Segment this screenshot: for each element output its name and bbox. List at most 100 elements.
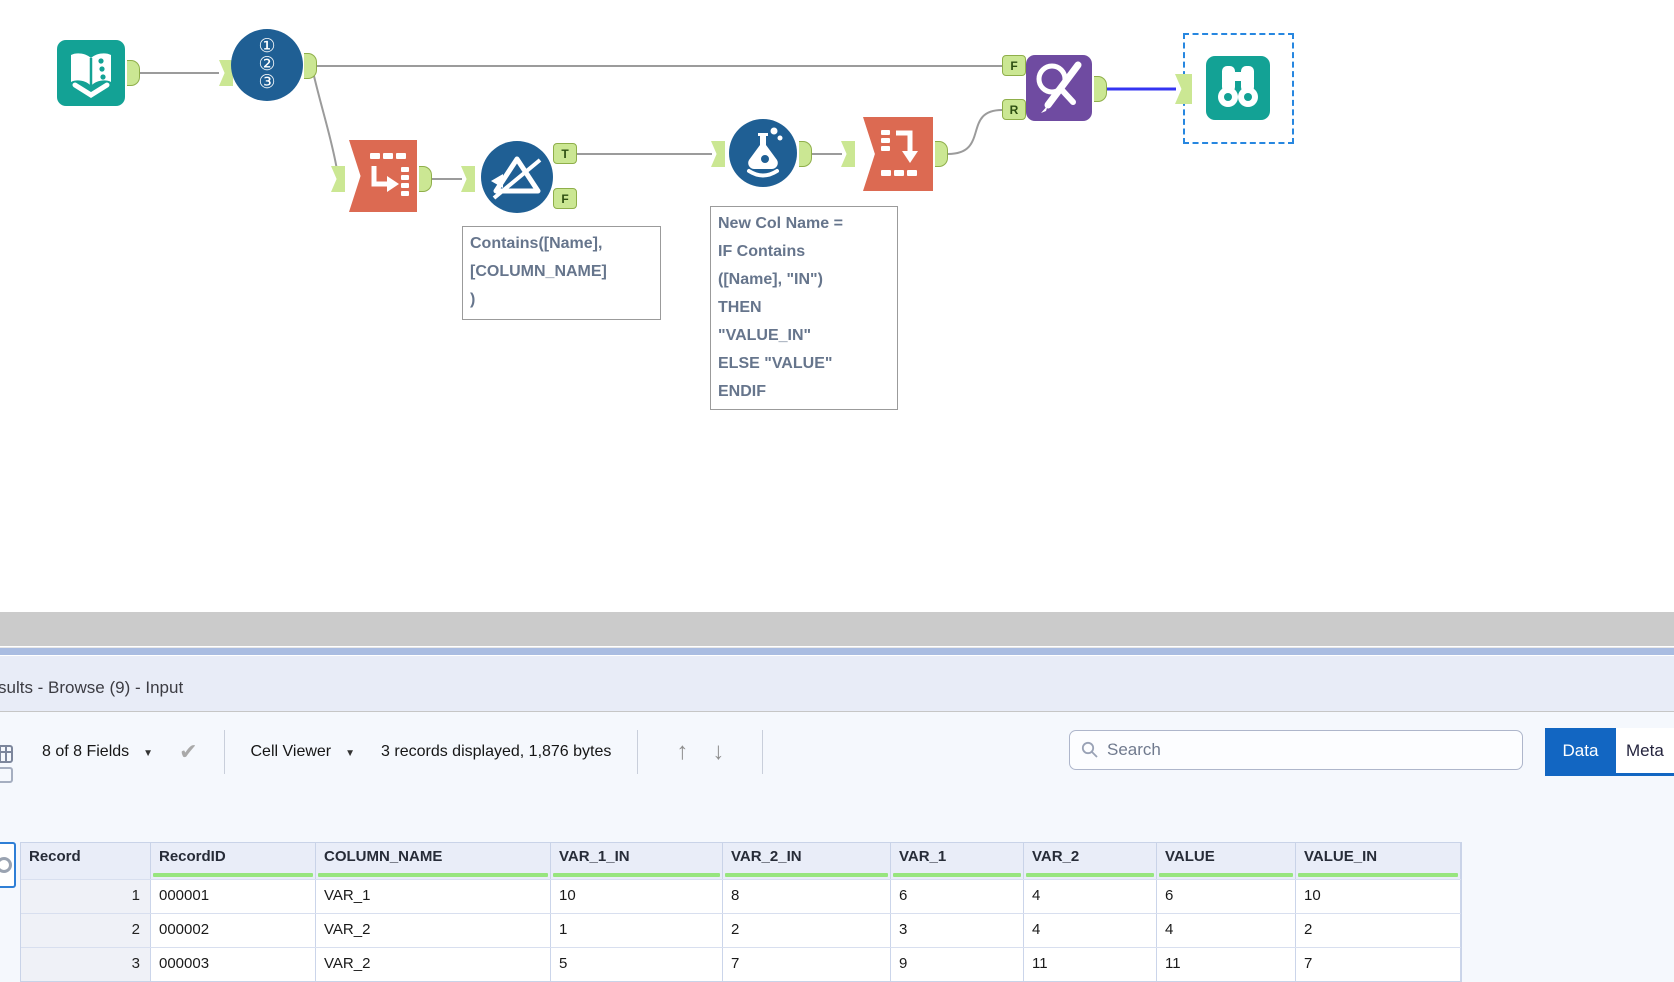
anchor-t-label: T xyxy=(561,146,569,161)
recordid-output-anchor[interactable] xyxy=(304,53,317,79)
results-tabs: Data Meta xyxy=(1545,728,1674,776)
results-view-selected-icon[interactable] xyxy=(0,842,16,888)
column-header-var_1[interactable]: VAR_1 xyxy=(891,843,1024,879)
data-cell[interactable]: 3 xyxy=(891,914,1024,947)
filter-input-anchor[interactable] xyxy=(461,166,475,192)
tab-metadata[interactable]: Meta xyxy=(1616,728,1674,773)
open-book-icon xyxy=(71,53,111,98)
row-number-cell[interactable]: 2 xyxy=(21,914,151,947)
data-cell[interactable]: 000001 xyxy=(151,880,316,913)
search-box[interactable] xyxy=(1069,730,1523,770)
tab-data[interactable]: Data xyxy=(1545,728,1616,773)
arrow-down-icon[interactable]: ↓ xyxy=(712,738,725,765)
fields-dropdown[interactable]: 8 of 8 Fields xyxy=(42,743,130,760)
record-id-tool[interactable]: ① ② ③ xyxy=(231,29,303,101)
toolbar-separator xyxy=(762,730,764,774)
data-cell[interactable]: 2 xyxy=(723,914,891,947)
filter-true-anchor[interactable]: T xyxy=(553,143,577,164)
toolbar-separator xyxy=(223,730,225,774)
data-cell[interactable]: 4 xyxy=(1024,880,1157,913)
column-header-var_2_in[interactable]: VAR_2_IN xyxy=(723,843,891,879)
formula-input-anchor[interactable] xyxy=(711,141,725,167)
data-cell[interactable]: 4 xyxy=(1024,914,1157,947)
cell-viewer-caret-icon[interactable]: ▼ xyxy=(345,747,356,759)
arrow-up-icon[interactable]: ↑ xyxy=(676,738,689,765)
data-cell[interactable]: 7 xyxy=(723,948,891,981)
data-cell[interactable]: 11 xyxy=(1157,948,1296,981)
toolbar-separator xyxy=(637,730,639,774)
data-cell[interactable]: 6 xyxy=(1157,880,1296,913)
column-header-column_name[interactable]: COLUMN_NAME xyxy=(316,843,551,879)
data-cell[interactable]: 5 xyxy=(551,948,723,981)
anchor-find-label: F xyxy=(1010,58,1018,73)
column-header-recordid[interactable]: RecordID xyxy=(151,843,316,879)
data-cell[interactable]: VAR_2 xyxy=(316,948,551,981)
data-cell[interactable]: 2 xyxy=(1296,914,1461,947)
filter-funnel-icon xyxy=(491,156,542,200)
data-cell[interactable]: 1 xyxy=(551,914,723,947)
results-left-toolbar-icon[interactable] xyxy=(0,744,14,789)
workflow-canvas[interactable]: ① ② ③ T F xyxy=(0,0,1674,612)
transpose-input-anchor[interactable] xyxy=(331,166,345,192)
column-header-var_2[interactable]: VAR_2 xyxy=(1024,843,1157,879)
data-cell[interactable]: 7 xyxy=(1296,948,1461,981)
recordid-input-anchor[interactable] xyxy=(219,60,233,86)
column-header-value_in[interactable]: VALUE_IN xyxy=(1296,843,1461,879)
data-cell[interactable]: 11 xyxy=(1024,948,1157,981)
data-cell[interactable]: 000002 xyxy=(151,914,316,947)
anchor-f-label: F xyxy=(561,191,569,206)
search-icon xyxy=(1081,741,1098,758)
records-info: 3 records displayed, 1,876 bytes xyxy=(381,743,612,760)
data-cell[interactable]: 4 xyxy=(1157,914,1296,947)
input-data-tool[interactable] xyxy=(57,40,125,106)
column-header-record[interactable]: Record xyxy=(21,843,151,879)
wire-crosstab-to-findreplace-r[interactable] xyxy=(947,109,1003,155)
crosstab-input-anchor[interactable] xyxy=(841,141,855,167)
results-title-strip: sults - Browse (9) - Input xyxy=(0,656,1674,712)
browse-tool[interactable] xyxy=(1206,56,1270,120)
data-cell[interactable]: 9 xyxy=(891,948,1024,981)
data-cell[interactable]: 8 xyxy=(723,880,891,913)
findreplace-find-anchor[interactable]: F xyxy=(1002,55,1026,76)
findreplace-output-anchor[interactable] xyxy=(1094,76,1107,102)
data-cell[interactable]: 10 xyxy=(551,880,723,913)
filter-tool[interactable] xyxy=(481,141,553,213)
crosstab-output-anchor[interactable] xyxy=(935,141,948,167)
results-title: sults - Browse (9) - Input xyxy=(0,678,184,697)
browse-input-anchor[interactable] xyxy=(1175,74,1192,104)
findreplace-replace-anchor[interactable]: R xyxy=(1002,99,1026,120)
binoculars-icon xyxy=(1218,66,1258,107)
transpose-icon xyxy=(370,153,409,196)
panel-splitter[interactable] xyxy=(0,612,1674,646)
fields-caret-icon[interactable]: ▼ xyxy=(143,747,154,759)
row-number-cell[interactable]: 3 xyxy=(21,948,151,981)
input-data-output-anchor[interactable] xyxy=(127,60,140,86)
apply-check-icon[interactable]: ✔ xyxy=(179,739,198,764)
data-cell[interactable]: 000003 xyxy=(151,948,316,981)
filter-false-anchor[interactable]: F xyxy=(553,188,577,209)
filter-annotation[interactable]: Contains([Name], [COLUMN_NAME] ) xyxy=(462,226,661,320)
formula-output-anchor[interactable] xyxy=(799,141,812,167)
record-id-123-icon: ① ② ③ xyxy=(258,36,276,93)
data-cell[interactable]: VAR_1 xyxy=(316,880,551,913)
row-number-cell[interactable]: 1 xyxy=(21,880,151,913)
column-header-var_1_in[interactable]: VAR_1_IN xyxy=(551,843,723,879)
data-cell[interactable]: VAR_2 xyxy=(316,914,551,947)
find-replace-tool[interactable] xyxy=(1026,55,1092,121)
data-cell[interactable]: 6 xyxy=(891,880,1024,913)
cell-viewer-dropdown[interactable]: Cell Viewer xyxy=(250,743,332,760)
circle-icon xyxy=(0,857,12,873)
data-cell[interactable]: 10 xyxy=(1296,880,1461,913)
transpose-output-anchor[interactable] xyxy=(419,166,432,192)
search-input[interactable] xyxy=(1107,740,1487,760)
cross-tab-icon xyxy=(881,130,918,176)
column-header-value[interactable]: VALUE xyxy=(1157,843,1296,879)
connection-wires xyxy=(140,65,1176,180)
formula-annotation[interactable]: New Col Name = IF Contains ([Name], "IN"… xyxy=(710,206,898,410)
wire-recordid-to-transpose[interactable] xyxy=(313,75,338,171)
formula-tool[interactable] xyxy=(729,119,797,187)
results-toolbar: 8 of 8 Fields ▼ ✔ Cell Viewer ▼ 3 record… xyxy=(0,716,1674,788)
